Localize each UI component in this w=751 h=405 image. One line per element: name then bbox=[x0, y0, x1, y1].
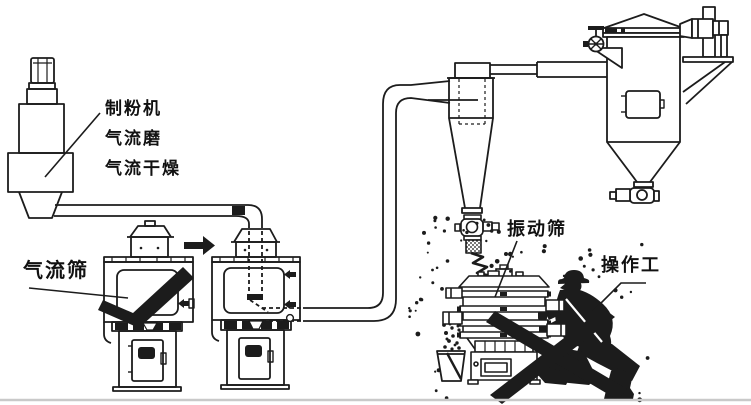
jet-mill-machine-icon bbox=[7, 57, 74, 219]
mill-label-line1: 制粉机 bbox=[105, 99, 162, 118]
leader-lines bbox=[28, 112, 646, 313]
vibrating-sieve-label: 振动筛 bbox=[507, 219, 567, 239]
mill-label-line3: 气流干燥 bbox=[105, 159, 181, 178]
airflow-sieve-machine-2-icon bbox=[211, 228, 301, 390]
feed-pipe bbox=[54, 204, 303, 322]
operator-label: 操作工 bbox=[601, 255, 661, 275]
mill-label-line2: 气流磨 bbox=[105, 129, 162, 148]
riser-pipe bbox=[303, 80, 478, 322]
flow-arrow-icon bbox=[184, 236, 215, 255]
operator-strap bbox=[565, 298, 603, 343]
check-mark-icon bbox=[98, 267, 194, 328]
airflow-sieve-machine-icon bbox=[103, 220, 195, 392]
mill-label: 制粉机 气流磨 气流干燥 bbox=[105, 100, 181, 190]
collection-bucket-icon bbox=[436, 350, 466, 382]
dust-collector-icon bbox=[583, 6, 734, 204]
cross-out-mark-icon bbox=[486, 308, 627, 404]
airflow-sieve-label: 气流筛 bbox=[23, 260, 89, 282]
powder-stream bbox=[442, 316, 461, 351]
cyclone-separator-icon bbox=[447, 62, 495, 214]
overhead-pipe bbox=[490, 61, 607, 78]
rotary-valve-icon bbox=[454, 214, 500, 254]
